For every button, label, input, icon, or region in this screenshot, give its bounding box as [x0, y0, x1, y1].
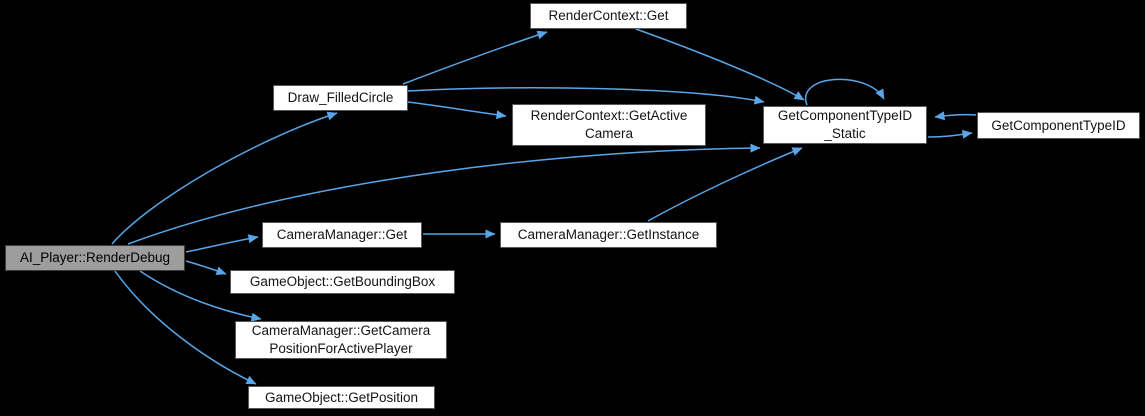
node-rendercontext-get[interactable]: RenderContext::Get — [530, 3, 687, 29]
node-label: CameraManager::GetInstance — [517, 227, 700, 243]
node-label: CameraManager::GetCamera — [251, 323, 431, 339]
node-label: GetComponentTypeID — [991, 117, 1126, 133]
edge-rendercontext-get-to-getcomponenttypeid-static — [635, 28, 805, 101]
node-label: AI_Player::RenderDebug — [19, 250, 171, 266]
edge-draw-filledcircle-to-rendercontext-getactivecamera — [407, 101, 507, 120]
node-gameobject-getboundingbox[interactable]: GameObject::GetBoundingBox — [230, 270, 455, 294]
node-label: RenderContext::Get — [548, 8, 669, 24]
node-getcomponenttypeid[interactable]: GetComponentTypeID — [977, 112, 1140, 139]
node-label: GetComponentTypeID — [777, 108, 913, 124]
edge-draw-filledcircle-to-getcomponenttypeid-static — [407, 87, 765, 105]
node-ai-player-renderdebug: AI_Player::RenderDebug — [5, 245, 185, 271]
node-draw-filledcircle[interactable]: Draw_FilledCircle — [273, 85, 408, 111]
edge-ai-player-renderdebug-to-draw-filledcircle — [111, 111, 338, 245]
node-label: GameObject::GetBoundingBox — [249, 274, 436, 290]
node-label: RenderContext::GetActive — [530, 108, 688, 124]
edge-ai-player-renderdebug-to-cameramanager-get — [185, 234, 259, 253]
node-label: Draw_FilledCircle — [287, 90, 394, 106]
edge-ai-player-renderdebug-to-gameobject-getboundingbox — [185, 260, 227, 276]
node-gameobject-getposition[interactable]: GameObject::GetPosition — [248, 386, 435, 409]
edge-cameramanager-getinstance-to-getcomponenttypeid-static — [647, 147, 803, 222]
node-label: CameraManager::Get — [276, 227, 408, 243]
edge-draw-filledcircle-to-rendercontext-get — [402, 30, 548, 85]
node-label: GameObject::GetPosition — [264, 389, 419, 405]
edge-getcomponenttypeid-static-to-getcomponenttypeid — [927, 129, 973, 139]
edge-ai-player-renderdebug-to-gameobject-getposition — [114, 270, 257, 385]
edge-getcomponenttypeid-to-getcomponenttypeid-static — [934, 111, 977, 121]
edge-ai-player-renderdebug-to-getcomponenttypeid-static — [127, 143, 761, 245]
edge-ai-player-renderdebug-to-cameramanager-getcamerapositionforactiveplayer — [139, 270, 262, 322]
node-label: _Static — [824, 126, 866, 141]
edge-getcomponenttypeid-static-to-getcomponenttypeid-static — [804, 78, 885, 106]
node-label: Camera — [584, 126, 633, 141]
node-cameramanager-getinstance[interactable]: CameraManager::GetInstance — [500, 222, 717, 248]
node-getcomponenttypeid-static[interactable]: GetComponentTypeID _Static — [763, 106, 927, 144]
node-label: PositionForActivePlayer — [269, 341, 413, 356]
node-cameramanager-get[interactable]: CameraManager::Get — [262, 222, 422, 248]
